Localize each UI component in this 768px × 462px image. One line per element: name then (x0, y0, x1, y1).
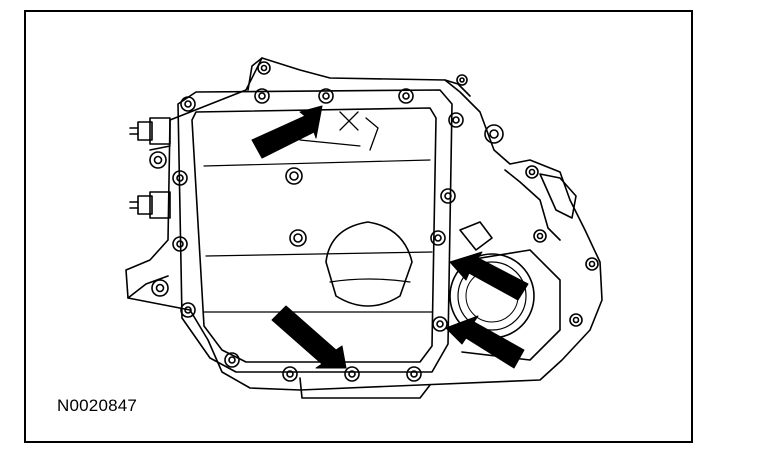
arrow-bottom-bolt (271, 305, 347, 369)
arrow-right-upper (449, 251, 529, 301)
cooler-line-fittings (129, 117, 171, 219)
pan-bolts (149, 61, 599, 382)
arrow-right-lower (445, 315, 525, 369)
transmission-case (125, 57, 603, 399)
figure-id-label: N0020847 (57, 396, 138, 415)
arrow-top-bolt (251, 105, 323, 159)
callout-arrows (251, 105, 529, 369)
